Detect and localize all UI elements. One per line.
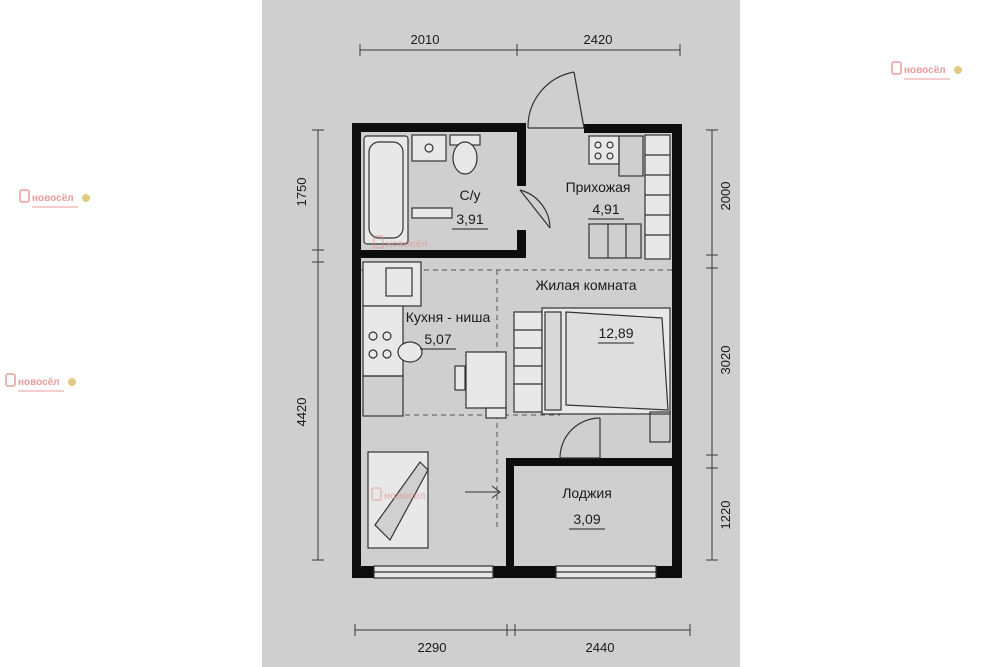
svg-text:новосёл: новосёл xyxy=(32,193,74,204)
fridge xyxy=(362,261,422,307)
room-name: Прихожая xyxy=(566,179,631,195)
shelving xyxy=(513,311,543,413)
entrance-door xyxy=(527,71,585,129)
dining-table xyxy=(465,351,507,409)
walls xyxy=(352,123,682,578)
bathroom-door xyxy=(519,189,551,229)
watermark-logo: новосёл новосёл новосёл новосёл новосёл xyxy=(5,61,962,502)
room-name: С/у xyxy=(460,187,481,203)
dim-top-left: 2010 xyxy=(411,32,440,47)
dim-left-upper: 1750 xyxy=(294,178,309,207)
room-name: Кухня - ниша xyxy=(406,309,491,325)
room-area: 3,91 xyxy=(456,211,483,227)
svg-text:новосёл: новосёл xyxy=(18,377,60,388)
entry-arrow xyxy=(465,485,501,499)
kitchen-sink xyxy=(397,341,423,363)
room-area: 4,91 xyxy=(592,201,619,217)
dim-bottom-left: 2290 xyxy=(418,640,447,655)
living-furniture xyxy=(513,307,671,443)
room-area: 5,07 xyxy=(424,331,451,347)
bathroom-fixtures xyxy=(363,134,481,245)
room-living: Жилая комната 12,89 xyxy=(535,277,637,344)
windows xyxy=(373,565,657,579)
counter xyxy=(362,305,404,377)
bathtub xyxy=(363,135,409,245)
room-bathroom: С/у 3,91 xyxy=(452,187,488,230)
dimension-lines xyxy=(312,44,718,636)
dim-right-upper: 2000 xyxy=(718,182,733,211)
hallway-furniture xyxy=(588,134,671,260)
bath-cabinet xyxy=(411,207,453,219)
stove xyxy=(588,135,620,165)
svg-text:новосёл: новосёл xyxy=(904,65,946,76)
dim-left-lower: 4420 xyxy=(294,398,309,427)
room-name: Жилая комната xyxy=(535,277,636,293)
wardrobe xyxy=(644,134,671,260)
room-hallway: Прихожая 4,91 xyxy=(566,179,631,220)
room-name: Лоджия xyxy=(562,485,612,501)
svg-text:новосёл: новосёл xyxy=(384,491,426,502)
room-kitchen: Кухня - ниша 5,07 xyxy=(406,309,491,350)
room-loggia: Лоджия 3,09 xyxy=(562,485,612,530)
room-area: 12,89 xyxy=(598,325,633,341)
room-area: 3,09 xyxy=(573,511,600,527)
kitchen-furniture xyxy=(362,261,507,419)
loggia-door xyxy=(559,417,601,459)
dim-top-right: 2420 xyxy=(584,32,613,47)
dim-bottom-right: 2440 xyxy=(586,640,615,655)
dim-right-middle: 3020 xyxy=(718,346,733,375)
toilet xyxy=(452,141,478,175)
sink xyxy=(411,134,447,162)
svg-text:новосёл: новосёл xyxy=(386,239,428,250)
dim-right-lower: 1220 xyxy=(718,501,733,530)
